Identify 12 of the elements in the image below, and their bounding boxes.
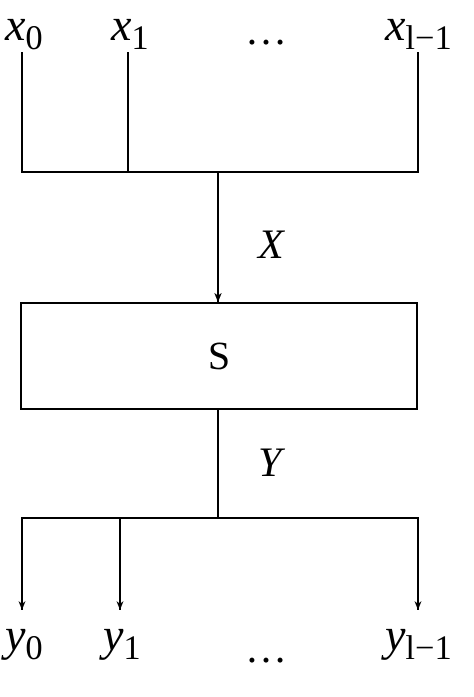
variable-label: y$_{1}$	[98, 610, 160, 660]
ellipsis-text: …	[245, 626, 287, 672]
arrow	[214, 52, 419, 302]
ellipsis-text: …	[245, 8, 287, 54]
arrow	[217, 410, 422, 610]
variable-label: x$_{1}$	[106, 0, 168, 50]
variable-label: x$_{0}$	[0, 0, 62, 50]
process-box: S	[20, 302, 418, 410]
signal-label: X	[258, 222, 284, 268]
variable-label: y$_{0}$	[0, 610, 62, 660]
variable-label: x$_{l−1}$	[380, 0, 474, 50]
variable-label: y$_{l−1}$	[380, 610, 474, 660]
